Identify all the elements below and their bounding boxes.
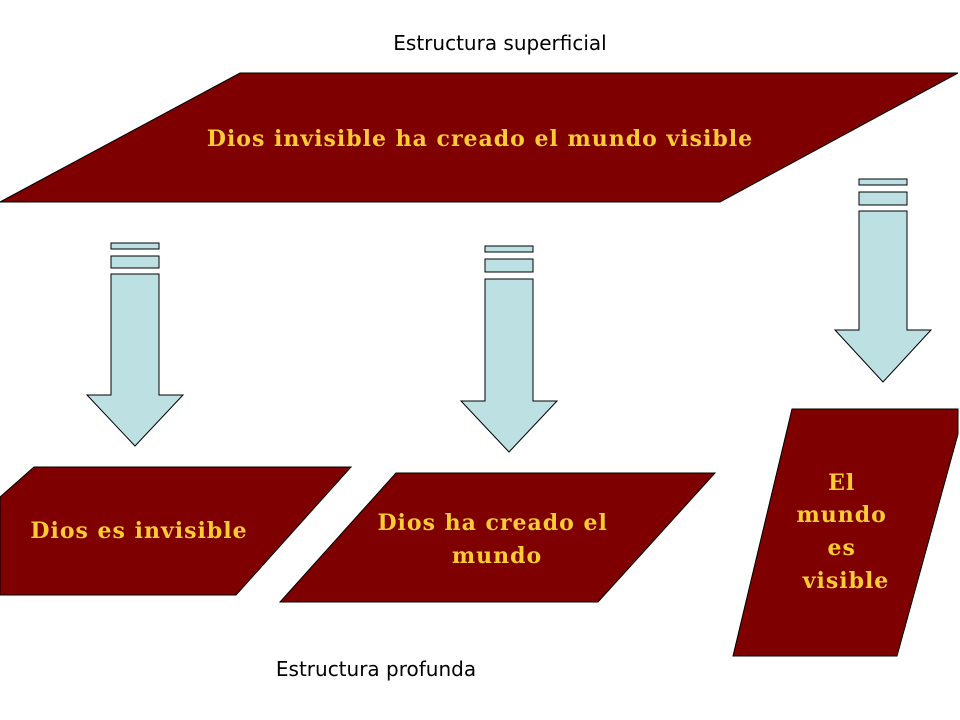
- deep-sentence-middle-box: Dios ha creado el mundo: [278, 472, 717, 603]
- down-arrow-left: [85, 242, 185, 447]
- deep-sentence-right-shape: [732, 408, 959, 657]
- surface-sentence-shape: [0, 72, 959, 203]
- down-arrow-right: [833, 178, 933, 383]
- deep-sentence-left-shape: [0, 466, 353, 596]
- deep-sentence-middle-line-2: mundo: [452, 543, 542, 569]
- deep-sentence-right-line-1: El: [828, 470, 855, 496]
- deep-sentence-right-line-4: visible: [802, 568, 890, 594]
- svg-text:El mundo es: El mundo es visible: [797, 470, 896, 594]
- deep-sentence-right-line-2: mundo: [797, 502, 887, 528]
- surface-sentence-box: Dios invisible ha creado el mundo visibl…: [0, 72, 959, 203]
- deep-sentence-left-box: Dios es invisible: [0, 466, 353, 596]
- deep-structure-heading: Estructura profunda: [276, 657, 476, 681]
- deep-sentence-middle-shape: [278, 472, 717, 603]
- deep-sentence-right-line-3: es: [827, 535, 855, 561]
- deep-sentence-middle-line-1: Dios ha creado el: [377, 510, 607, 536]
- surface-sentence-text: Dios invisible ha creado el mundo visibl…: [207, 126, 753, 152]
- deep-sentence-right-box: El mundo es visible: [732, 408, 959, 657]
- deep-sentence-left-text: Dios es invisible: [30, 518, 247, 544]
- surface-structure-heading: Estructura superficial: [393, 31, 606, 55]
- down-arrow-middle: [459, 245, 559, 453]
- svg-text:Dios ha creado el mundo: Dios ha creado el mundo: [377, 510, 616, 569]
